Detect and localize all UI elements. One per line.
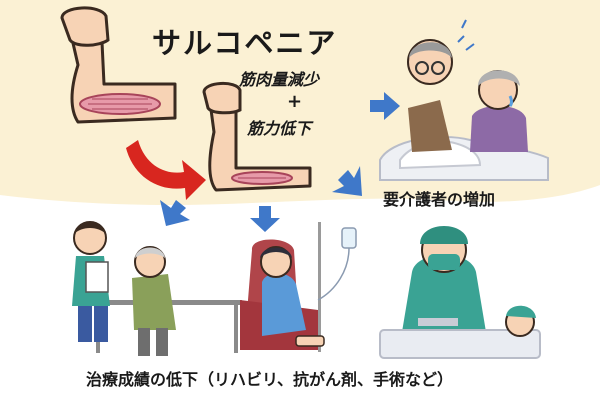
elderly-care-illustration	[379, 19, 549, 181]
plus-sign: +	[287, 91, 303, 112]
care-increase-label: 要介護者の増加	[383, 190, 496, 209]
blue-arrow-down-right	[332, 166, 362, 196]
blue-arrow-right	[370, 92, 400, 120]
blue-arrow-down-left	[160, 200, 190, 226]
treatment-decline-label: 治療成績の低下（リハビリ、抗がん剤、手術など）	[86, 370, 454, 389]
muscle-strength-loss-label: 筋力低下	[247, 119, 312, 138]
strong-arm-illustration	[60, 6, 177, 124]
blue-arrow-down	[250, 206, 280, 232]
surgery-illustration	[379, 226, 541, 359]
diagram-title: サルコペニア	[152, 26, 338, 60]
blue-arrows	[160, 92, 400, 232]
red-arrow	[126, 140, 206, 200]
rehabilitation-illustration	[72, 221, 242, 356]
iv-drip-illustration	[240, 222, 357, 352]
weak-arm-illustration	[202, 82, 312, 192]
muscle-mass-loss-label: 筋肉量減少	[239, 70, 320, 89]
